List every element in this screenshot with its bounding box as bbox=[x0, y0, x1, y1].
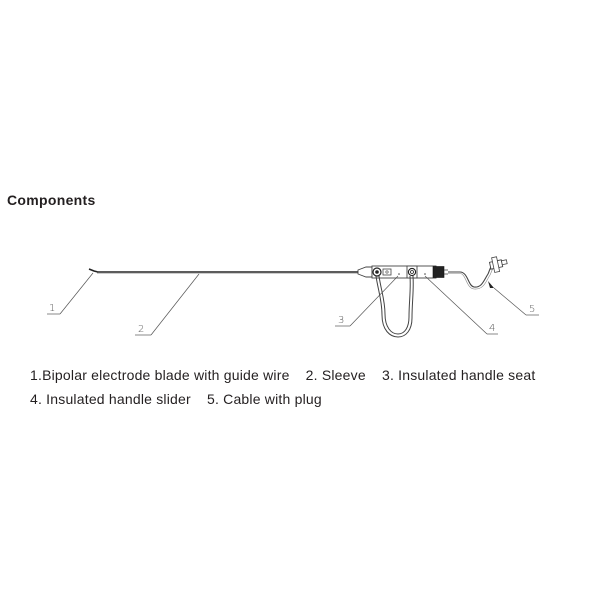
handle-nose-cone bbox=[357, 266, 373, 278]
legend-item-handle-seat: 3. Insulated handle seat bbox=[381, 367, 536, 383]
legend-item-handle-slider: 4. Insulated handle slider bbox=[30, 391, 191, 407]
legend-row: 4. Insulated handle slider 5. Cable with… bbox=[30, 387, 547, 411]
legend-item-sleeve: 2. Sleeve bbox=[305, 367, 366, 383]
components-legend: 1.Bipolar electrode blade with guide wir… bbox=[30, 363, 547, 411]
callout-4: 4 bbox=[424, 275, 498, 335]
sleeve-shaft bbox=[97, 271, 362, 274]
callout-5: 5 bbox=[493, 287, 539, 316]
callout-number: 1 bbox=[49, 303, 55, 314]
electrode-blade-tip bbox=[88, 268, 99, 273]
insulated-handle-slider bbox=[406, 265, 426, 279]
callout-number: 2 bbox=[138, 324, 144, 335]
legend-item-electrode-blade: 1.Bipolar electrode blade with guide wir… bbox=[30, 367, 290, 383]
callout-3: 3 bbox=[335, 275, 399, 327]
callout-1: 1 bbox=[47, 272, 94, 315]
callout-number: 3 bbox=[338, 315, 344, 326]
section-heading: Components bbox=[7, 192, 96, 208]
legend-item-cable-plug: 5. Cable with plug bbox=[206, 391, 322, 407]
cable-with-plug bbox=[448, 256, 508, 290]
finger-loop bbox=[375, 275, 414, 338]
callout-number: 5 bbox=[529, 304, 535, 315]
rear-grip bbox=[432, 266, 448, 278]
insulated-handle-seat bbox=[371, 265, 437, 279]
callout-2: 2 bbox=[135, 273, 200, 336]
legend-row: 1.Bipolar electrode blade with guide wir… bbox=[30, 363, 547, 387]
callout-number: 4 bbox=[489, 323, 495, 334]
